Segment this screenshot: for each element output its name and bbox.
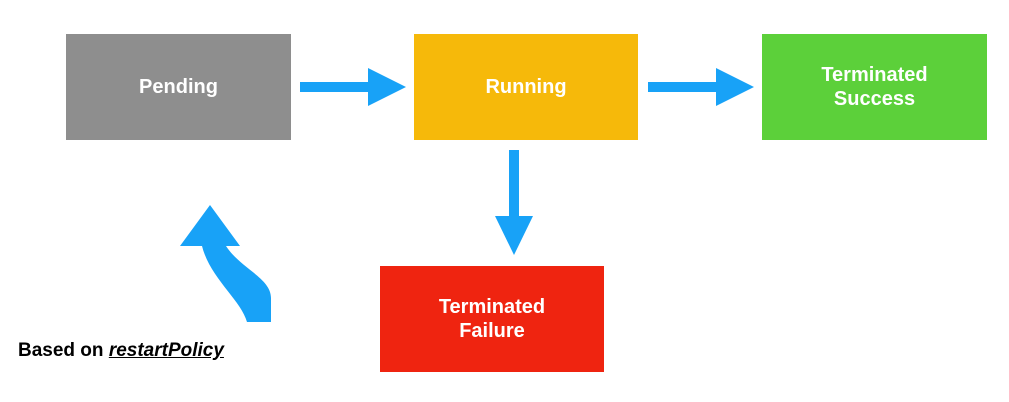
- curved-arrow-up-icon: [180, 205, 271, 322]
- restart-policy-link: restartPolicy: [108, 340, 224, 361]
- state-success-label-line2: Success: [833, 88, 916, 110]
- arrow-right-icon: [300, 68, 406, 106]
- state-running: Running: [414, 34, 638, 140]
- state-terminated-failure: Terminated Failure: [380, 266, 604, 372]
- state-failure-label-line1: Terminated: [438, 296, 546, 318]
- state-terminated-success: Terminated Success: [762, 34, 987, 140]
- state-pending-label: Pending: [139, 76, 218, 98]
- restart-policy-footnote: Based on restartPolicy: [18, 340, 224, 362]
- state-success-label-line1: Terminated: [821, 64, 928, 86]
- state-running-label: Running: [485, 76, 567, 98]
- state-failure-label-line2: Failure: [459, 320, 525, 342]
- arrow-right-icon: [648, 68, 754, 106]
- footnote-prefix: Based on: [18, 340, 109, 361]
- arrow-down-icon: [495, 150, 533, 255]
- state-pending: Pending: [66, 34, 291, 140]
